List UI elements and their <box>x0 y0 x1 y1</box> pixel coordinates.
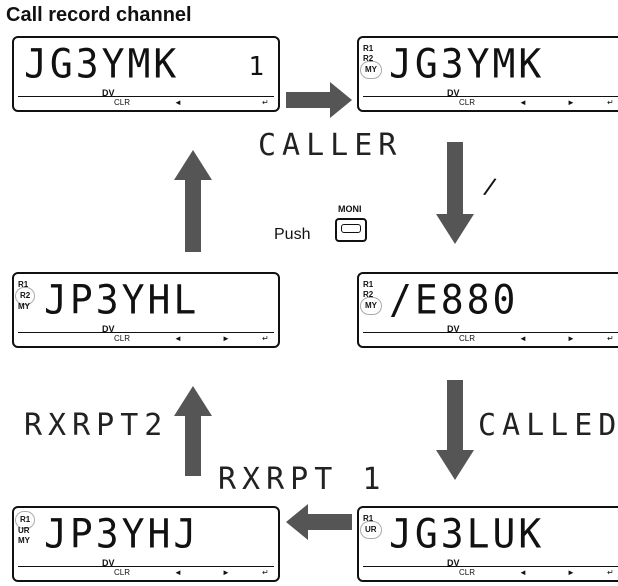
dv-label: DV <box>102 558 115 568</box>
caller-label: CALLER <box>258 128 403 163</box>
lcd-divider <box>18 96 274 97</box>
dv-label: DV <box>447 558 460 568</box>
lcd-bottom-right: R1 UR JG3LUK DV CLR ◄ ► ↵ <box>357 506 618 582</box>
lcd-divider <box>18 566 274 567</box>
r1-indicator: R1 <box>18 280 29 289</box>
left-arrow-icon: ◄ <box>519 98 527 107</box>
dv-label: DV <box>447 324 460 334</box>
lcd-divider <box>363 566 618 567</box>
ur-indicator: UR <box>18 526 30 535</box>
lcd-main-text: JP3YHL <box>44 276 200 324</box>
arrow-down-right-top <box>436 142 474 244</box>
clr-label: CLR <box>114 98 131 107</box>
lcd-bottom-left: R1 UR MY JP3YHJ DV CLR ◄ ► ↵ <box>12 506 280 582</box>
softkey-row: CLR ◄ ► ↵ <box>14 568 278 578</box>
rxrpt1-label: RXRPT 1 <box>218 462 387 497</box>
indicator-column: R1 R2 MY <box>363 280 389 318</box>
called-label: CALLED <box>478 408 618 443</box>
arrow-up-left-top <box>174 150 212 252</box>
left-arrow-icon: ◄ <box>174 334 182 343</box>
right-arrow-icon: ► <box>222 568 230 577</box>
clr-label: CLR <box>459 98 476 107</box>
lcd-main-text: JP3YHJ <box>44 510 200 558</box>
lcd-divider <box>363 96 618 97</box>
r2-indicator-selected: R2 <box>20 291 31 300</box>
clr-label: CLR <box>114 334 131 343</box>
right-arrow-icon: ► <box>567 568 575 577</box>
clr-label: CLR <box>459 568 476 577</box>
arrow-left-bottom <box>286 504 352 540</box>
lcd-divider <box>363 332 618 333</box>
moni-label: MONI <box>338 204 362 214</box>
r2-indicator: R2 <box>363 290 374 299</box>
indicator-column: R1 UR <box>363 514 389 552</box>
lcd-main-text: JG3YMK <box>24 40 180 88</box>
enter-icon: ↵ <box>607 334 614 343</box>
left-arrow-icon: ◄ <box>174 98 182 107</box>
r1-indicator: R1 <box>363 514 374 523</box>
moni-button-icon <box>335 218 367 242</box>
arrow-right-top <box>286 82 352 118</box>
indicator-column: R1 R2 MY <box>18 280 44 318</box>
arrow-up-left-bottom <box>174 386 212 476</box>
enter-icon: ↵ <box>262 568 269 577</box>
my-indicator-selected: MY <box>365 65 377 74</box>
softkey-row: CLR ◄ ► ↵ <box>359 98 618 108</box>
lcd-top-right: R1 R2 MY JG3YMK DV CLR ◄ ► ↵ <box>357 36 618 112</box>
arrow-down-right-bottom <box>436 380 474 480</box>
r1-indicator: R1 <box>363 280 374 289</box>
diagram-title: Call record channel <box>6 4 192 26</box>
left-arrow-icon: ◄ <box>519 568 527 577</box>
r1-indicator: R1 <box>363 44 374 53</box>
lcd-main-text: JG3LUK <box>389 510 545 558</box>
push-label: Push <box>274 226 311 243</box>
lcd-divider <box>18 332 274 333</box>
enter-icon: ↵ <box>262 98 269 107</box>
enter-icon: ↵ <box>262 334 269 343</box>
lcd-mid-right: R1 R2 MY /E880 DV CLR ◄ ► ↵ <box>357 272 618 348</box>
clr-label: CLR <box>459 334 476 343</box>
left-arrow-icon: ◄ <box>519 334 527 343</box>
enter-icon: ↵ <box>607 98 614 107</box>
my-indicator-selected: MY <box>365 301 377 310</box>
right-arrow-icon: ► <box>567 98 575 107</box>
rxrpt2-label: RXRPT2 <box>24 408 169 443</box>
lcd-channel-number: 1 <box>248 52 264 82</box>
enter-icon: ↵ <box>607 568 614 577</box>
softkey-row: CLR ◄ ► ↵ <box>359 334 618 344</box>
indicator-column: R1 R2 MY <box>363 44 389 82</box>
lcd-main-text: JG3YMK <box>389 40 545 88</box>
lcd-main-text: /E880 <box>389 276 519 324</box>
dv-label: DV <box>102 88 115 98</box>
my-indicator: MY <box>18 302 30 311</box>
softkey-row: CLR ◄ ↵ <box>14 98 278 108</box>
dv-label: DV <box>102 324 115 334</box>
clr-label: CLR <box>114 568 131 577</box>
right-arrow-icon: ► <box>222 334 230 343</box>
indicator-column: R1 UR MY <box>18 514 44 552</box>
softkey-row: CLR ◄ ► ↵ <box>359 568 618 578</box>
lcd-top-left: JG3YMK 1 DV CLR ◄ ↵ <box>12 36 280 112</box>
softkey-row: CLR ◄ ► ↵ <box>14 334 278 344</box>
r2-indicator: R2 <box>363 54 374 63</box>
r1-indicator-selected: R1 <box>20 515 31 524</box>
dv-label: DV <box>447 88 460 98</box>
right-arrow-icon: ► <box>567 334 575 343</box>
ur-indicator-selected: UR <box>365 525 377 534</box>
lcd-mid-left: R1 R2 MY JP3YHL DV CLR ◄ ► ↵ <box>12 272 280 348</box>
my-indicator: MY <box>18 536 30 545</box>
left-arrow-icon: ◄ <box>174 568 182 577</box>
